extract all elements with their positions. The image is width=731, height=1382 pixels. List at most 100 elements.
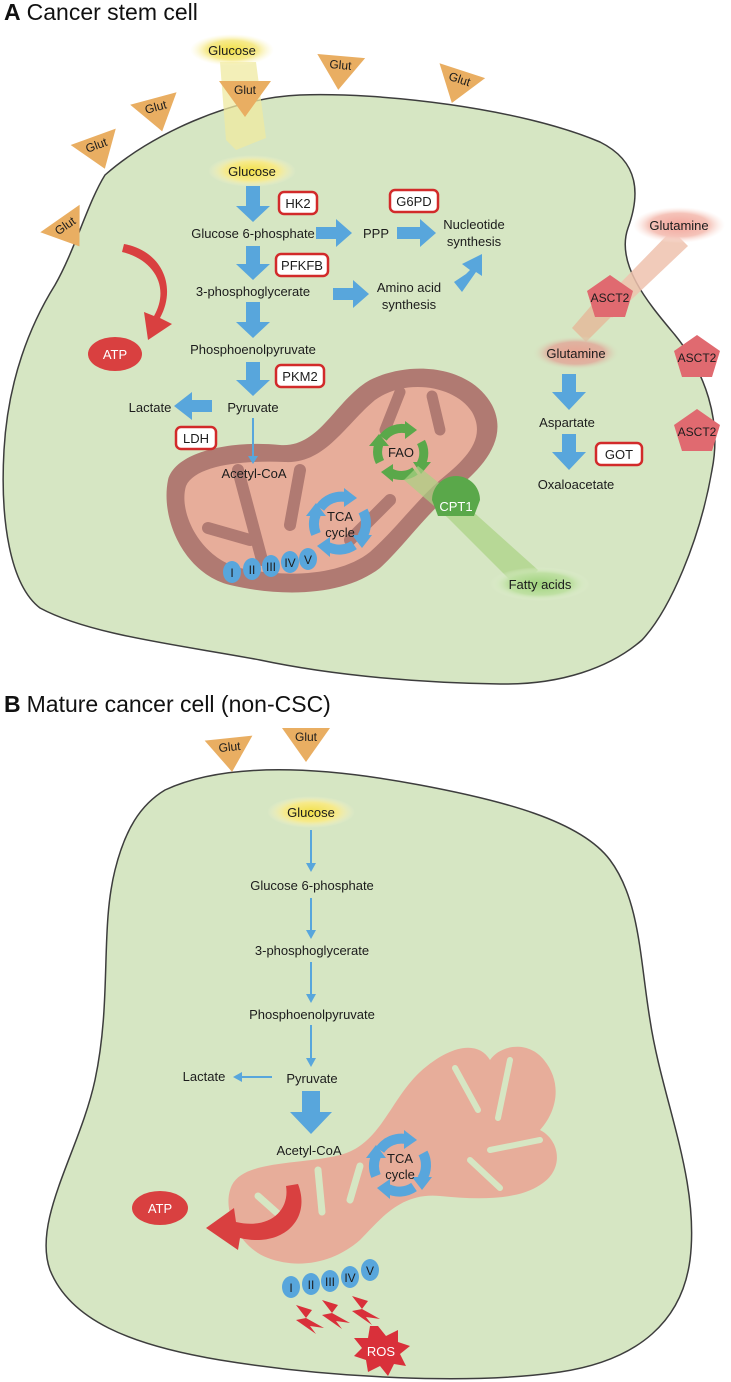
glycolysis-arrows-b (233, 830, 316, 1082)
etc-complexes: I II III IV V (223, 548, 317, 583)
glut-transporters-b: Glut Glut (204, 728, 330, 772)
g6p-label: Glucose 6-phosphate (191, 226, 315, 241)
glucose-inside-label: Glucose (228, 164, 276, 179)
asct2-transporters: ASCT2 ASCT2 ASCT2 (587, 275, 720, 451)
enzyme-boxes: HK2 PFKFB PKM2 LDH G6PD GOT (174, 188, 644, 467)
complex-ii-b: II (302, 1273, 320, 1295)
fatty-acids-label: Fatty acids (509, 577, 572, 592)
svg-text:ASCT2: ASCT2 (678, 351, 717, 365)
glycolysis-arrows (174, 186, 586, 470)
enzyme-pkm2: PKM2 (274, 363, 326, 389)
svg-text:G6PD: G6PD (396, 194, 431, 209)
svg-text:Glut: Glut (447, 69, 473, 89)
tca-cycle-b: TCA cycle (366, 1130, 432, 1199)
svg-text:PFKFB: PFKFB (281, 258, 323, 273)
asct2-transporter: ASCT2 (587, 275, 633, 317)
arrow-pyruvate-to-acetylcoa-head (248, 456, 258, 464)
complex-v-b: V (361, 1259, 379, 1281)
arrow-aspartate-to-oxaloacetate (552, 434, 586, 470)
glut-transporter: Glut (70, 128, 116, 169)
oxaloacetate-label: Oxaloacetate (538, 477, 615, 492)
mitochondrion (166, 368, 498, 593)
glutamine-inside-glow (532, 336, 620, 370)
glut-transporter: Glut (317, 53, 366, 90)
asct2-transporter: ASCT2 (674, 335, 720, 377)
pyruvate-label: Pyruvate (227, 400, 278, 415)
ros-label: ROS (367, 1344, 396, 1359)
amino-acid-label-1: Amino acid (377, 280, 441, 295)
pep-label: Phosphoenolpyruvate (190, 342, 316, 357)
svg-text:HK2: HK2 (285, 196, 310, 211)
atp-production-arrow-b: ATP (132, 1184, 302, 1250)
enzyme-g6pd: G6PD (388, 188, 440, 214)
svg-text:I: I (230, 566, 233, 580)
glutamine-outside-glow (633, 207, 725, 243)
svg-text:Glut: Glut (218, 739, 242, 755)
asct2-transporter: ASCT2 (674, 409, 720, 451)
complex-iii: III (262, 555, 280, 577)
glucose-outside-label: Glucose (208, 43, 256, 58)
arrow-3pg-to-pep (236, 302, 270, 338)
glucose-outside-glow (190, 34, 274, 66)
svg-text:I: I (289, 1281, 292, 1295)
amino-acid-label-2: synthesis (382, 297, 437, 312)
glut-transporters: Glut Glut Glut Glut Glut (40, 53, 486, 247)
complex-i: I (223, 561, 241, 583)
svg-text:Glut: Glut (143, 97, 169, 116)
glut-transporter: Glut (439, 63, 486, 104)
fao-label: FAO (388, 445, 414, 460)
enzyme-got: GOT (594, 441, 644, 467)
lactate-label: Lactate (129, 400, 172, 415)
enzyme-pfkfb: PFKFB (274, 252, 330, 278)
arrow-g6p-to-ppp (316, 219, 352, 247)
g6p-label-b: Glucose 6-phosphate (250, 878, 374, 893)
svg-text:LDH: LDH (183, 431, 209, 446)
glut-transporter: Glut (219, 81, 271, 117)
arrow-pyruvate-to-lactate (174, 392, 212, 420)
svg-text:GOT: GOT (605, 447, 633, 462)
glut-transporter: Glut (204, 735, 253, 772)
pyruvate-label-b: Pyruvate (286, 1071, 337, 1086)
glutamine-outside-label: Glutamine (649, 218, 708, 233)
ppp-label: PPP (363, 226, 389, 241)
svg-text:III: III (266, 560, 276, 574)
ros-bolts (296, 1296, 380, 1334)
aspartate-label: Aspartate (539, 415, 595, 430)
svg-text:III: III (325, 1275, 335, 1289)
atp-label: ATP (103, 347, 127, 362)
svg-text:cycle: cycle (325, 525, 355, 540)
arrow-glucose-to-g6p (236, 186, 270, 222)
svg-text:Glut: Glut (295, 730, 318, 744)
svg-text:PKM2: PKM2 (282, 369, 317, 384)
svg-text:TCA: TCA (387, 1151, 413, 1166)
cpt1-transporter: CPT1 (432, 476, 480, 516)
pep-label-b: Phosphoenolpyruvate (249, 1007, 375, 1022)
svg-text:V: V (366, 1264, 374, 1278)
metabolite-labels: Glucose 6-phosphate 3-phosphoglycerate P… (129, 217, 615, 492)
enzyme-ldh: LDH (174, 425, 218, 451)
arrow-pyruvate-to-acetylcoa-b (290, 1091, 332, 1134)
tca-cycle: TCA cycle (306, 488, 372, 557)
atp-production-arrow: ATP (88, 244, 172, 371)
svg-text:cycle: cycle (385, 1167, 415, 1182)
enzyme-hk2: HK2 (277, 190, 319, 216)
svg-text:II: II (308, 1278, 315, 1292)
glut-transporter: Glut (40, 204, 80, 247)
complex-iii-b: III (321, 1270, 339, 1292)
mitochondrion-b (228, 1046, 557, 1264)
arrow-pep-to-pyruvate (236, 362, 270, 396)
svg-text:IV: IV (344, 1271, 355, 1285)
glucose-glow-b (267, 796, 355, 828)
glut-transporter: Glut (130, 92, 177, 132)
3pg-label: 3-phosphoglycerate (196, 284, 310, 299)
atp-ellipse (88, 337, 142, 371)
acetylcoa-label-b: Acetyl-CoA (276, 1143, 341, 1158)
atp-ellipse-b (132, 1191, 188, 1225)
fatty-acids-glow (490, 567, 590, 601)
arrow-amino-to-nucleotide (454, 254, 482, 292)
glutamine-inside-label: Glutamine (546, 346, 605, 361)
